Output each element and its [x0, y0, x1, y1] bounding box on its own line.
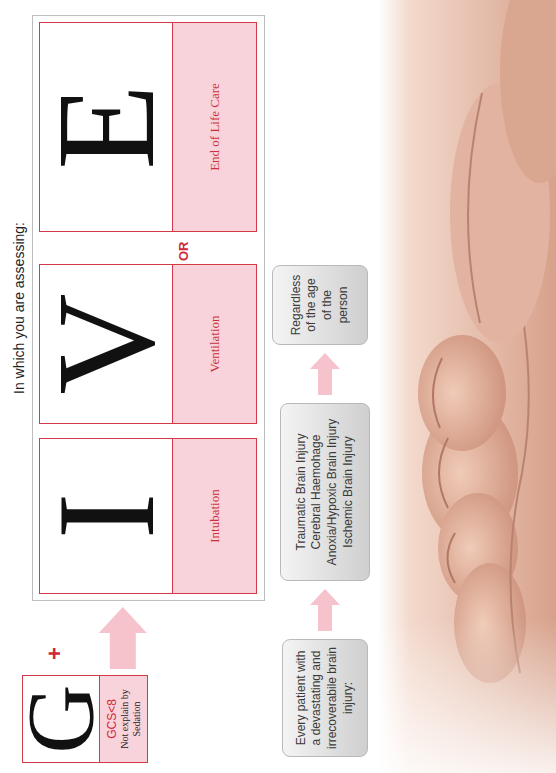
box-label: GCS<8	[105, 699, 119, 739]
label-band: Ventilation	[172, 265, 256, 423]
label-band: End of Life Care	[172, 23, 256, 231]
letter-area: I	[40, 439, 172, 593]
criterion-box: GGCS<8Not explain by Sedation	[22, 675, 148, 763]
big-letter: G	[23, 684, 99, 753]
box-text: Traumatic Brain Injury Cerebral Haemohag…	[294, 410, 356, 574]
or-word: OR	[176, 242, 191, 262]
label-band: GCS<8Not explain by Sedation	[99, 676, 147, 762]
assessment-frame: In which you are assessing:IIntubationVV…	[32, 15, 265, 601]
letter-area: E	[40, 23, 172, 231]
big-letter: V	[40, 293, 172, 394]
info-box: Traumatic Brain Injury Cerebral Haemohag…	[280, 403, 370, 581]
plus-sign: +	[42, 647, 68, 660]
box-label: Ventilation	[207, 315, 223, 372]
option-box: I Intubation	[39, 438, 257, 594]
option-box: E End of Life Care	[39, 22, 257, 232]
letter-area: V	[40, 265, 172, 423]
option-box: V Ventilation	[39, 264, 257, 424]
info-box: Every patient with a devastating and irr…	[282, 639, 368, 757]
big-letter: I	[40, 493, 172, 540]
frame-heading: In which you are assessing:	[11, 16, 27, 600]
box-label: Not explain by Sedation	[119, 680, 142, 758]
letter-area: G	[23, 676, 99, 762]
skin-ground	[378, 0, 556, 773]
block-arrow	[310, 589, 340, 631]
box-label: End of Life Care	[207, 83, 223, 171]
block-arrow	[99, 607, 147, 669]
box-text: Regardless of the age of the person	[289, 272, 351, 338]
label-band: Intubation	[172, 439, 256, 593]
big-letter: E	[40, 84, 172, 170]
box-text: Every patient with a devastating and irr…	[294, 646, 356, 750]
block-arrow	[310, 353, 340, 395]
info-box: Regardless of the age of the person	[272, 265, 368, 345]
box-label: Intubation	[207, 489, 223, 542]
